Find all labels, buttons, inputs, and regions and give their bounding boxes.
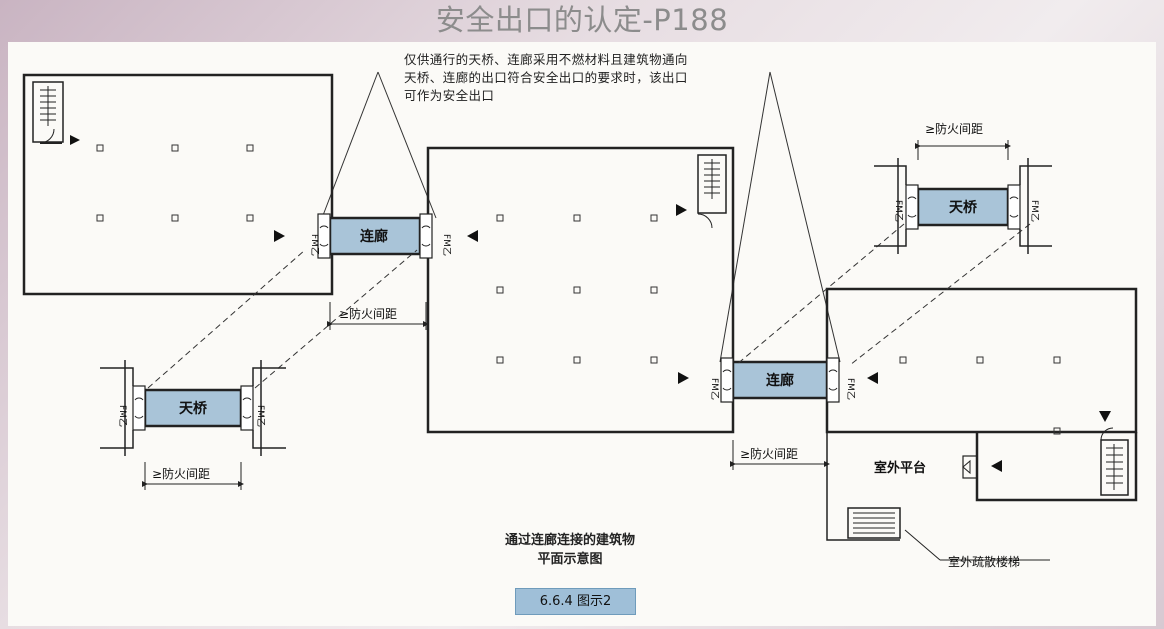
door-code: FM乙 xyxy=(1029,200,1040,222)
bridge-detail-left xyxy=(100,249,418,490)
fire-distance-label-1: ≥防火间距 xyxy=(339,306,397,321)
door-code: FM乙 xyxy=(255,405,266,427)
exit-arrow-icon xyxy=(70,135,80,145)
corridor-1 xyxy=(317,213,433,259)
exit-arrow-icon xyxy=(467,230,478,242)
note-line: 可作为安全出口 xyxy=(404,88,495,103)
exit-arrow-icon xyxy=(991,460,1002,472)
exit-arrow-icon xyxy=(676,204,687,216)
drawing-sheet xyxy=(8,42,1156,626)
note-text: 仅供通行的天桥、连廊采用不燃材料且建筑物通向 天桥、连廊的出口符合安全出口的要求… xyxy=(404,51,764,105)
door-code: FM乙 xyxy=(441,234,452,256)
door-code: FM乙 xyxy=(309,234,320,256)
bridge-left-label: 天桥 xyxy=(179,400,208,417)
exit-arrow-icon xyxy=(1099,411,1111,422)
corridor-1-label: 连廊 xyxy=(360,228,388,245)
corridor-2 xyxy=(720,357,840,403)
fire-distance-dims xyxy=(327,302,830,470)
note-line: 天桥、连廊的出口符合安全出口的要求时，该出口 xyxy=(404,70,688,85)
building-b xyxy=(426,146,735,434)
outdoor-platform-label: 室外平台 xyxy=(874,460,926,476)
fire-distance-label-2: ≥防火间距 xyxy=(740,446,798,461)
fire-distance-label-4: ≥防火间距 xyxy=(925,121,983,136)
exit-arrow-icon xyxy=(678,372,689,384)
figure-caption: 通过连廊连接的建筑物 平面示意图 xyxy=(470,531,670,569)
bridge-right-label: 天桥 xyxy=(949,199,978,216)
fire-distance-label-3: ≥防火间距 xyxy=(152,466,210,481)
exit-arrow-icon xyxy=(274,230,285,242)
building-c xyxy=(825,287,1138,561)
slide-title: 安全出口的认定-P188 xyxy=(435,3,729,37)
door-code: FM乙 xyxy=(893,200,904,222)
door-code: FM乙 xyxy=(709,378,720,400)
corridor-2-label: 连廊 xyxy=(766,372,794,389)
caption-line: 平面示意图 xyxy=(537,552,603,567)
note-line: 仅供通行的天桥、连廊采用不燃材料且建筑物通向 xyxy=(404,52,688,67)
figure-tag: 6.6.4 图示2 xyxy=(515,588,636,615)
column-grid xyxy=(96,144,1061,435)
building-a xyxy=(22,73,334,296)
caption-line: 通过连廊连接的建筑物 xyxy=(504,533,635,548)
door-code: FM乙 xyxy=(845,378,856,400)
exit-arrow-icon xyxy=(867,372,878,384)
outdoor-stair-label: 室外疏散楼梯 xyxy=(948,554,1020,569)
door-code: FM乙 xyxy=(117,405,128,427)
bridge-detail-right xyxy=(735,140,1052,366)
